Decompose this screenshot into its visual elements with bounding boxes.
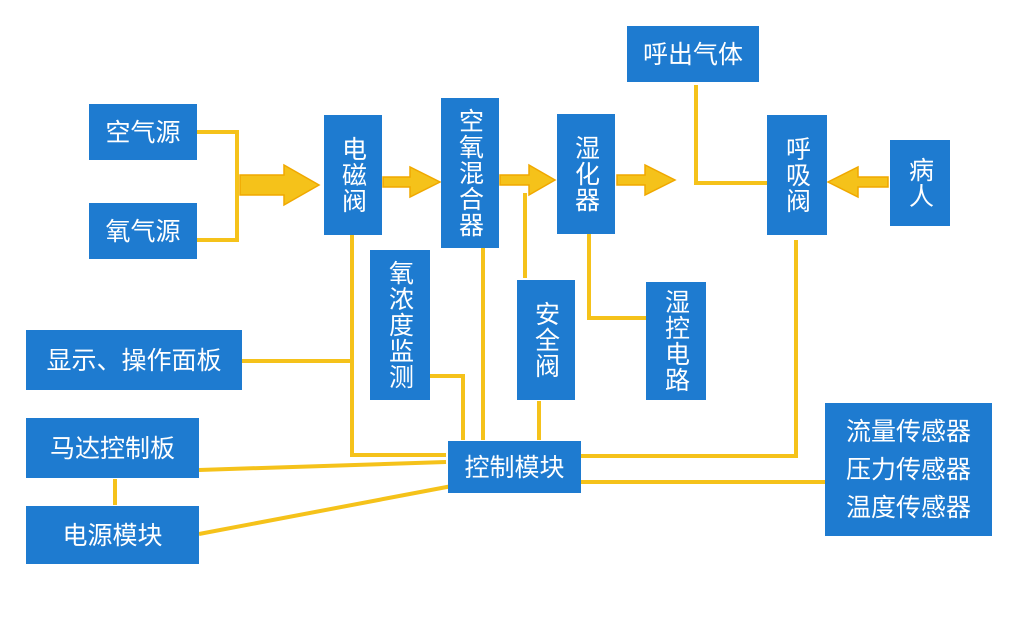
- oxygen-concentration-monitor-box: 氧浓度监测: [370, 250, 430, 400]
- air-source-box: 空气源: [89, 104, 197, 160]
- exhaled-gas-box: 呼出气体: [627, 26, 759, 82]
- arrow-to-humidifier: [499, 163, 557, 197]
- temperature-sensor-label: 温度传感器: [845, 492, 971, 522]
- breathing-valve-box: 呼吸阀: [767, 115, 827, 235]
- arrow-to-solenoid: [239, 163, 321, 207]
- solenoid-control-connector: [350, 234, 446, 457]
- motor-board-connector: [198, 460, 447, 472]
- humidity-circuit-connector: [587, 233, 646, 320]
- power-module-box: 电源模块: [26, 506, 199, 564]
- oxygen-monitor-connector: [430, 374, 465, 440]
- humidifier-box: 湿化器: [557, 114, 615, 234]
- air-oxygen-mixer-box: 空氧混合器: [441, 98, 499, 248]
- patient-box: 病人: [890, 140, 950, 226]
- air-source-connector: [197, 130, 239, 242]
- safety-valve-box: 安全阀: [517, 280, 575, 400]
- exhaled-gas-connector: [694, 85, 768, 185]
- arrow-to-mixer: [382, 165, 442, 199]
- breathing-valve-control-connector: [581, 240, 798, 458]
- control-module-box: 控制模块: [448, 441, 581, 493]
- humidity-control-circuit-box: 湿控电路: [646, 282, 706, 400]
- display-operation-panel-box: 显示、操作面板: [26, 330, 242, 390]
- arrow-from-patient: [826, 165, 889, 199]
- oxygen-source-box: 氧气源: [89, 203, 197, 259]
- flow-sensor-label: 流量传感器: [845, 416, 971, 446]
- motor-control-board-box: 马达控制板: [26, 418, 199, 478]
- pressure-sensor-label: 压力传感器: [845, 454, 971, 484]
- power-module-connector: [198, 484, 453, 536]
- arrow-from-humidifier: [616, 163, 677, 197]
- sensors-box: 流量传感器 压力传感器 温度传感器: [825, 403, 992, 536]
- solenoid-valve-box: 电磁阀: [324, 115, 382, 235]
